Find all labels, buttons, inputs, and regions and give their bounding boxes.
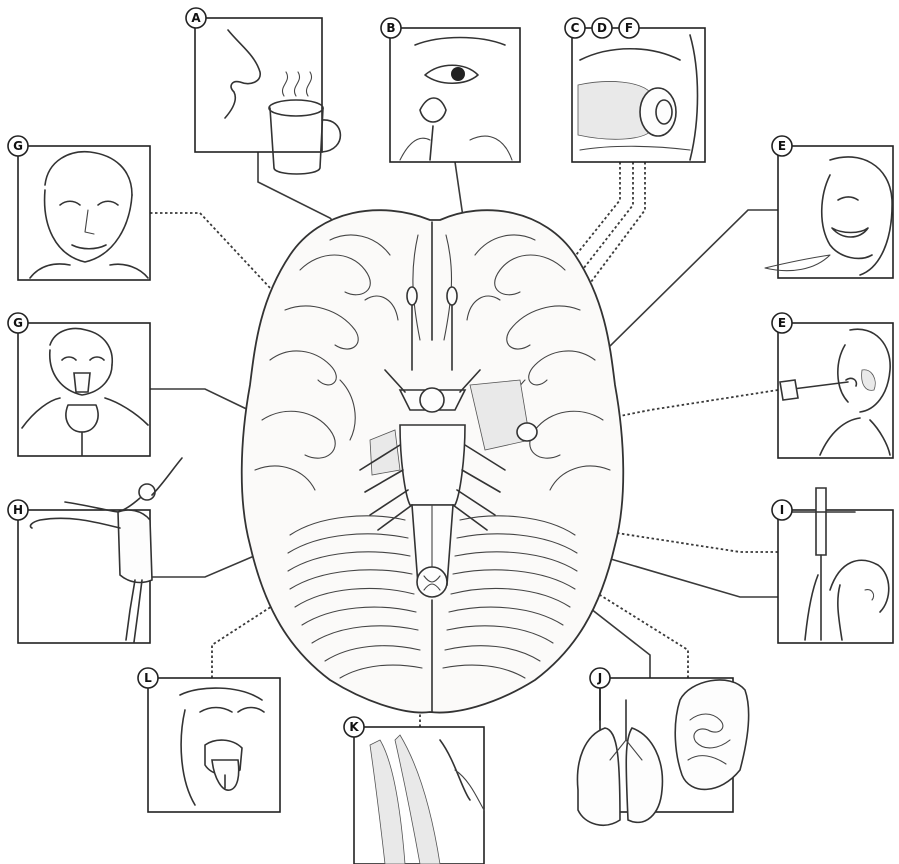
panel-CDF: C D F [565, 18, 705, 162]
badge-label-B: B [386, 21, 395, 35]
panel-K: K [344, 717, 484, 864]
badge-label-H: H [13, 503, 23, 517]
badge-label-A: A [191, 11, 201, 25]
panel-A: A [186, 8, 340, 174]
badge-label-G2: G [13, 316, 23, 330]
badge-label-E1: E [778, 139, 786, 153]
panel-G1: G [8, 136, 150, 280]
panel-E1: E [765, 136, 893, 278]
badge-label-C: C [571, 21, 580, 35]
badge-label-G1: G [13, 139, 23, 153]
badge-label-I: I [780, 503, 784, 517]
lungs-and-intestines-icon [577, 680, 748, 825]
badge-label-D: D [597, 21, 607, 35]
panel-E2: E [772, 313, 893, 458]
badge-label-E2: E [778, 316, 786, 330]
badge-label-L: L [144, 671, 152, 685]
brainstem [400, 425, 465, 505]
panel-H: H [8, 458, 182, 643]
panel-I: I [772, 488, 893, 643]
badge-label-K: K [349, 720, 359, 734]
badge-label-F: F [625, 21, 633, 35]
brain-inferior-view [242, 210, 624, 712]
panel-J: J [577, 668, 748, 825]
panel-G2: G [8, 313, 150, 456]
panel-B: B [381, 18, 520, 162]
panel-L: L [138, 668, 280, 812]
badge-label-J: J [597, 671, 602, 685]
